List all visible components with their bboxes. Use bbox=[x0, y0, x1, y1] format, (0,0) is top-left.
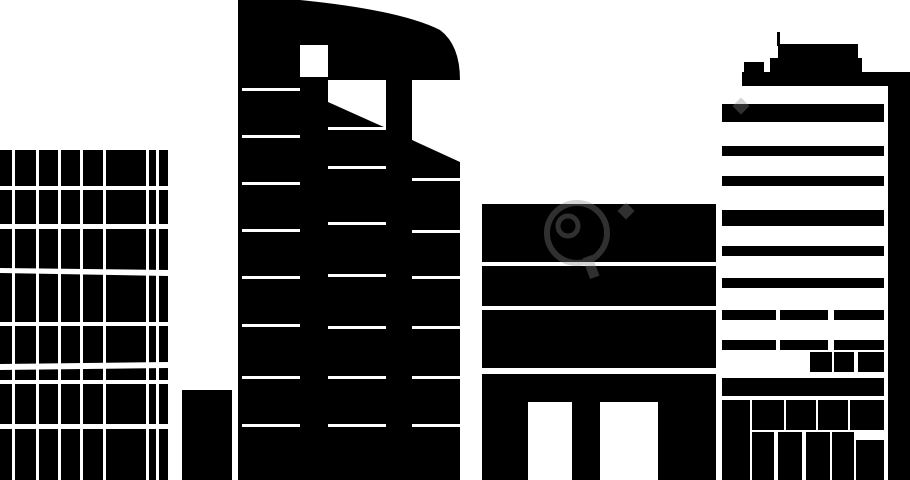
small-block bbox=[182, 390, 232, 480]
grid-tower-left bbox=[0, 150, 168, 480]
striped-tower-right bbox=[722, 32, 910, 480]
magnifier-watermark-icon bbox=[544, 97, 750, 280]
low-wide-block bbox=[482, 204, 716, 480]
curved-roof-tower bbox=[238, 0, 460, 480]
